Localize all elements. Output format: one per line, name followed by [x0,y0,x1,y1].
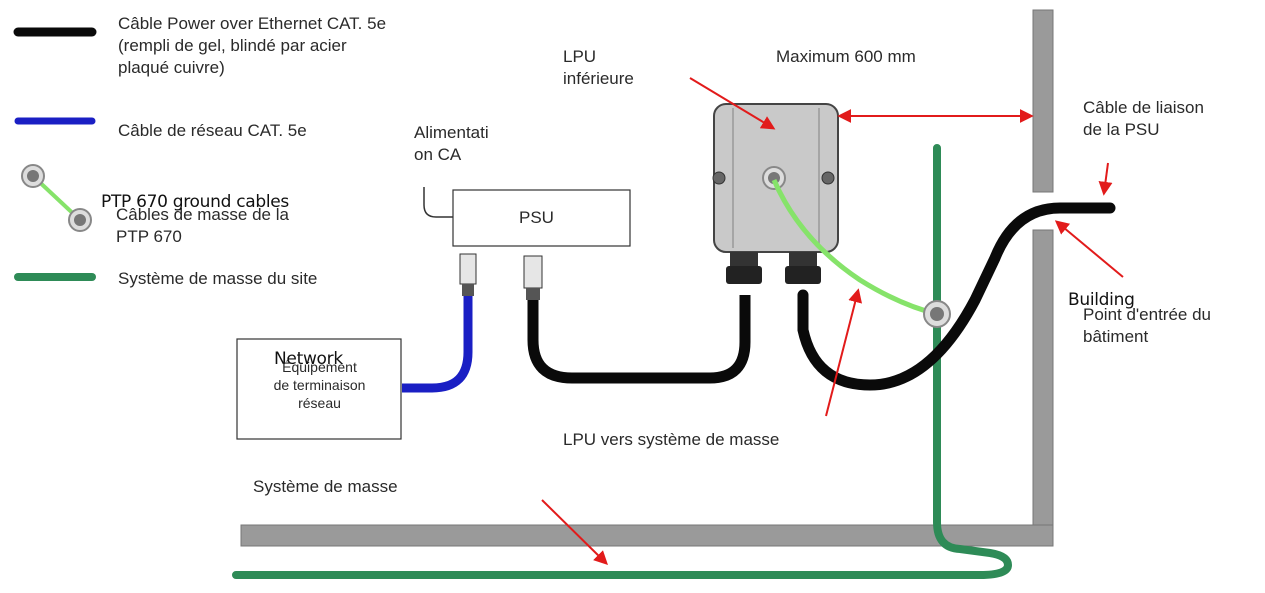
psu-rj45-right [523,255,543,300]
legend-ground-cables-label: Câbles de masse de la PTP 670 [116,204,289,248]
arrow-entry-point [1054,220,1124,278]
poe-cable-lpu-building [797,202,1116,391]
building-overlay-label: Building [1068,290,1135,310]
entry-point-line-1: Point d'entrée du [1083,305,1212,324]
lpu-line-2: inférieure [563,69,634,88]
network-cable [402,296,473,393]
lpu-ground-cable [771,179,951,328]
legend-poe-line-3: plaqué cuivre) [118,58,225,77]
legend-site-ground-label: Système de masse du site [118,269,318,288]
ac-power-line-2: on CA [414,145,462,164]
building-wall [240,9,1054,547]
psu-bond-line-2: de la PSU [1083,120,1160,139]
network-overlay-label: Network [274,349,343,369]
ac-power-wire [423,187,455,218]
lpu-label: LPU inférieure [563,46,634,90]
nte-line-2: de terminaison [273,377,366,393]
entry-point-line-2: bâtiment [1083,327,1149,346]
lpu-line-1: LPU [563,47,597,66]
nte-line-1: Équipement [282,359,357,375]
psu-rj45-left [459,253,477,296]
entry-point-label: Point d'entrée du bâtiment [1083,304,1211,348]
legend-poe-label: Câble Power over Ethernet CAT. 5e (rempl… [118,13,386,79]
nte-label: Équipement de terminaison réseau [238,358,401,412]
nte-line-3: réseau [298,395,341,411]
arrow-lpu-to-ground [825,288,863,417]
ac-power-label: Alimentati on CA [414,122,489,166]
legend-ground-line-2: PTP 670 [116,227,182,246]
legend-network-label: Câble de réseau CAT. 5e [118,121,307,140]
lpu-box [712,103,839,284]
nte-box [236,338,402,440]
ac-power-line-1: Alimentati [414,123,489,142]
psu-bond-cable-label: Câble de liaison de la PSU [1083,97,1204,141]
legend-ground-cables-overlay: PTP 670 ground cables [101,192,289,212]
lpu-to-ground-label: LPU vers système de masse [563,430,780,449]
legend-poe-line-1: Câble Power over Ethernet CAT. 5e [118,14,387,33]
psu-box [452,189,631,247]
max-distance-label: Maximum 600 mm [776,47,916,66]
legend-ground-cable-swatch [21,164,92,232]
poe-cable-psu-lpu [527,295,751,384]
ground-system-label: Système de masse [253,477,398,496]
arrow-lpu [689,77,776,130]
arrows [541,77,1124,565]
legend-poe-line-2: (rempli de gel, blindé par acier [118,36,347,55]
site-ground-cable [232,144,1013,579]
arrow-psu-bond [1098,162,1113,196]
psu-label: PSU [519,208,554,227]
arrow-ground-system [541,499,608,565]
legend-ground-line-1: Câbles de masse de la [116,205,289,224]
psu-bond-line-1: Câble de liaison [1083,98,1204,117]
